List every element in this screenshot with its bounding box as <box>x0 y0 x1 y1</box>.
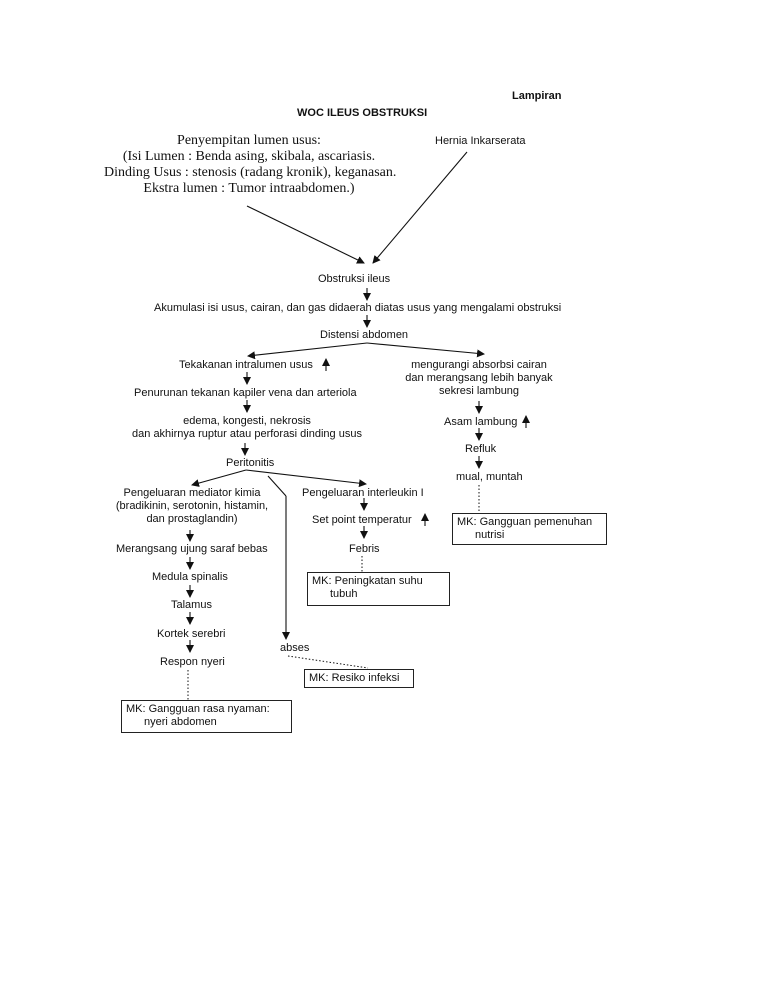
diagnosis-temperature-line: MK: Peningkatan suhu <box>312 575 423 587</box>
node-mediators-line: Pengeluaran mediator kimia <box>123 487 261 499</box>
node-absorption-line: dan merangsang lebih banyak <box>405 372 553 384</box>
node-interleukin: Pengeluaran interleukin I <box>302 487 424 499</box>
diagnosis-comfort-line: nyeri abdomen <box>144 716 217 728</box>
node-nausea: mual, muntah <box>456 471 523 483</box>
diagnosis-nutrition-box: MK: Gangguan pemenuhan nutrisi <box>452 513 607 545</box>
cause-narrowing: Penyempitan lumen usus: (Isi Lumen : Ben… <box>104 133 397 197</box>
cause-narrowing-line: Penyempitan lumen usus: <box>177 133 321 148</box>
diagnosis-temperature-box: MK: Peningkatan suhu tubuh <box>307 572 450 606</box>
line-peritonitis-to-abscess-diag <box>267 475 287 497</box>
diagnosis-infection-box: MK: Resiko infeksi <box>304 669 414 688</box>
node-accumulation: Akumulasi isi usus, cairan, dan gas dida… <box>154 302 562 314</box>
diagnosis-comfort-line: MK: Gangguan rasa nyaman: <box>126 703 270 715</box>
node-fever: Febris <box>349 543 380 555</box>
node-peritonitis: Peritonitis <box>226 457 275 469</box>
node-pain-response: Respon nyeri <box>160 656 225 668</box>
node-nerve-stimulation: Merangsang ujung saraf bebas <box>116 543 268 555</box>
node-edema: edema, kongesti, nekrosis dan akhirnya r… <box>122 415 372 441</box>
diagnosis-infection-line: MK: Resiko infeksi <box>309 672 400 684</box>
dotted-abscess-to-infection <box>287 655 369 669</box>
node-gastric-acid: Asam lambung <box>444 416 518 428</box>
node-thalamus: Talamus <box>171 599 212 611</box>
diagnosis-comfort-box: MK: Gangguan rasa nyaman: nyeri abdomen <box>121 700 292 733</box>
node-reflux: Refluk <box>465 443 497 455</box>
node-absorption: mengurangi absorbsi cairan dan merangsan… <box>398 359 560 398</box>
node-edema-line: edema, kongesti, nekrosis <box>183 415 311 427</box>
node-set-point: Set point temperatur <box>312 514 412 526</box>
appendix-label: Lampiran <box>512 90 562 102</box>
node-intraluminal-pressure: Tekakanan intralumen usus <box>179 359 313 371</box>
node-cortex: Kortek serebri <box>157 628 226 640</box>
cause-narrowing-line: (Isi Lumen : Benda asing, skibala, ascar… <box>122 149 376 164</box>
arrow-distension-to-absorption <box>366 342 485 358</box>
diagnosis-temperature-line: tubuh <box>330 588 358 600</box>
node-abscess: abses <box>280 642 310 654</box>
node-distension: Distensi abdomen <box>320 329 409 341</box>
cause-narrowing-line: Ekstra lumen : Tumor intraabdomen.) <box>143 181 355 196</box>
arrow-peritonitis-to-interleukin <box>245 469 367 488</box>
node-absorption-line: mengurangi absorbsi cairan <box>411 359 547 371</box>
node-mediators-line: dan prostaglandin) <box>146 513 238 525</box>
node-edema-line: dan akhirnya ruptur atau perforasi dindi… <box>132 428 362 440</box>
node-mediators: Pengeluaran mediator kimia (bradikinin, … <box>112 487 272 526</box>
diagnosis-nutrition-line: nutrisi <box>475 529 505 541</box>
arrow-hernia-to-obstruction <box>372 151 468 264</box>
cause-narrowing-line: Dinding Usus : stenosis (radang kronik),… <box>104 165 397 180</box>
node-medulla: Medula spinalis <box>152 571 228 583</box>
cause-hernia: Hernia Inkarserata <box>435 135 526 147</box>
arrow-distension-to-intraluminal <box>247 342 368 360</box>
node-obstruction: Obstruksi ileus <box>318 273 391 285</box>
arrow-peritonitis-to-mediators <box>191 469 247 487</box>
node-absorption-line: sekresi lambung <box>438 385 520 397</box>
node-capillary-pressure: Penurunan tekanan kapiler vena dan arter… <box>134 387 357 399</box>
node-mediators-line: (bradikinin, serotonin, histamin, <box>115 500 269 512</box>
diagnosis-nutrition-line: MK: Gangguan pemenuhan <box>457 516 593 528</box>
diagram-title: WOC ILEUS OBSTRUKSI <box>297 107 428 119</box>
arrow-narrowing-to-obstruction <box>246 205 365 264</box>
